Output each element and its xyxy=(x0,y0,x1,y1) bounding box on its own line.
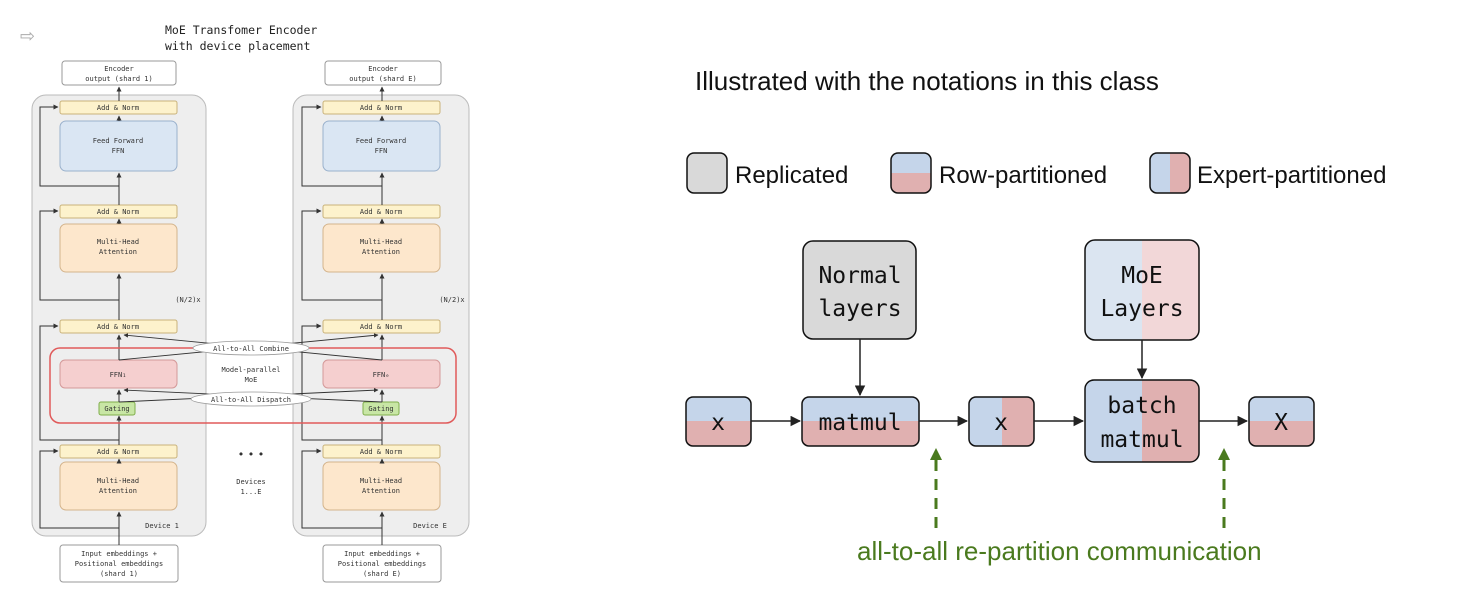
input-line-2: Positional embeddings xyxy=(338,560,427,568)
dispatch-label-bg xyxy=(190,391,312,407)
batch-matmul-sublabel: matmul xyxy=(1100,427,1183,453)
x-input-label: x xyxy=(711,410,725,436)
input-line-1: Input embeddings + xyxy=(81,550,157,558)
add-norm-label: Add & Norm xyxy=(360,208,402,216)
ffn-box xyxy=(59,120,178,172)
gating-label: Gating xyxy=(104,405,129,413)
batch-matmul-label: batch xyxy=(1107,393,1176,419)
flow-arrows xyxy=(751,339,1249,427)
communication-label: all-to-all re-partition communication xyxy=(857,536,1262,566)
legend-expert-partitioned-swatch xyxy=(1150,153,1190,193)
notation-heading: Illustrated with the notations in this c… xyxy=(695,66,1159,96)
legend-replicated-label: Replicated xyxy=(735,162,848,189)
x-output-box xyxy=(1249,397,1314,446)
encoder-output-shard-e xyxy=(324,60,442,86)
communication-markers xyxy=(930,448,1230,528)
combine-label-bg xyxy=(192,340,310,356)
ffn-label: Feed Forward xyxy=(93,137,144,145)
attention-sublabel: Attention xyxy=(99,487,137,495)
moe-layers-label: MoE xyxy=(1121,263,1163,289)
x-mid-label: x xyxy=(994,410,1008,436)
moe-encoder-diagram: ⇨ MoE Transfomer Encoder with device pla… xyxy=(20,23,470,583)
add-norm-label: Add & Norm xyxy=(360,323,402,331)
batch-matmul-box xyxy=(1085,380,1199,462)
gating-box xyxy=(98,401,136,416)
legend-row-partitioned-label: Row-partitioned xyxy=(939,162,1107,189)
shard-1-connectors xyxy=(39,86,122,545)
matmul-box xyxy=(802,397,919,446)
add-norm-label: Add & Norm xyxy=(97,104,139,112)
encoder-output-shard-1 xyxy=(61,60,177,86)
input-line-2: Positional embeddings xyxy=(75,560,164,568)
model-parallel-sublabel: MoE xyxy=(245,376,258,384)
attention-sublabel: Attention xyxy=(362,487,400,495)
all-to-all-combine-label: All-to-All Combine xyxy=(213,345,289,353)
attention-label: Multi-Head xyxy=(97,238,139,246)
ffn-expert-label: FFN₁ xyxy=(110,371,127,379)
ffn-sublabel: FFN xyxy=(112,147,125,155)
input-line-3: (shard 1) xyxy=(100,570,138,578)
shard-e-stack: Encoder output (shard E) Add & Norm Feed… xyxy=(322,60,447,583)
repeat-label-shard-e: (N/2)x xyxy=(439,296,464,304)
legend-row-partitioned-swatch xyxy=(891,153,931,193)
encoder-output-shard: output (shard 1) xyxy=(85,75,152,83)
device-1-label: Device 1 xyxy=(145,522,179,530)
repeat-label-shard-1: (N/2)x xyxy=(175,296,200,304)
attention-label: Multi-Head xyxy=(360,238,402,246)
add-norm-label: Add & Norm xyxy=(97,448,139,456)
ellipsis-dots: • • • xyxy=(238,448,264,461)
attention-sublabel: Attention xyxy=(362,248,400,256)
notation-diagram: Illustrated with the notations in this c… xyxy=(685,66,1386,566)
devices-range: 1...E xyxy=(240,488,261,496)
encoder-output-label: Encoder xyxy=(104,65,134,73)
encoder-subtitle: with device placement xyxy=(165,39,310,53)
attention-box xyxy=(59,461,178,511)
ffn-sublabel: FFN xyxy=(375,147,388,155)
x-input-box xyxy=(686,397,751,446)
shard-1-stack: Encoder output (shard 1) Add & Norm Feed… xyxy=(59,60,179,583)
x-output-label: X xyxy=(1274,410,1288,436)
arrow-icon: ⇨ xyxy=(20,26,35,47)
x-mid-box xyxy=(969,397,1034,446)
input-line-3: (shard E) xyxy=(363,570,401,578)
devices-label: Devices xyxy=(236,478,266,486)
legend-expert-partitioned-label: Expert-partitioned xyxy=(1197,162,1386,189)
shard-e-connectors xyxy=(301,86,385,545)
encoder-output-shard: output (shard E) xyxy=(349,75,416,83)
normal-layers-label: Normal xyxy=(818,263,901,289)
moe-layers-box xyxy=(1085,240,1199,340)
model-parallel-label: Model-parallel xyxy=(221,366,280,374)
moe-layers-sublabel: Layers xyxy=(1100,296,1183,322)
input-line-1: Input embeddings + xyxy=(344,550,420,558)
add-norm-label: Add & Norm xyxy=(97,208,139,216)
encoder-title: MoE Transfomer Encoder xyxy=(165,23,317,37)
ffn-box xyxy=(322,120,441,172)
normal-layers-sublabel: layers xyxy=(818,296,901,322)
normal-layers-box xyxy=(802,240,917,340)
attention-sublabel: Attention xyxy=(99,248,137,256)
attention-box xyxy=(322,461,441,511)
add-norm-label: Add & Norm xyxy=(360,104,402,112)
ffn-expert-label: FFNₑ xyxy=(373,371,390,379)
attention-label: Multi-Head xyxy=(360,477,402,485)
add-norm-label: Add & Norm xyxy=(97,323,139,331)
matmul-label: matmul xyxy=(818,410,901,436)
ffn-label: Feed Forward xyxy=(356,137,407,145)
device-e-label: Device E xyxy=(413,522,447,530)
add-norm-label: Add & Norm xyxy=(360,448,402,456)
encoder-output-label: Encoder xyxy=(368,65,398,73)
all-to-all-dispatch-label: All-to-All Dispatch xyxy=(211,396,291,404)
gating-label: Gating xyxy=(368,405,393,413)
attention-label: Multi-Head xyxy=(97,477,139,485)
legend-replicated-swatch xyxy=(686,152,728,194)
